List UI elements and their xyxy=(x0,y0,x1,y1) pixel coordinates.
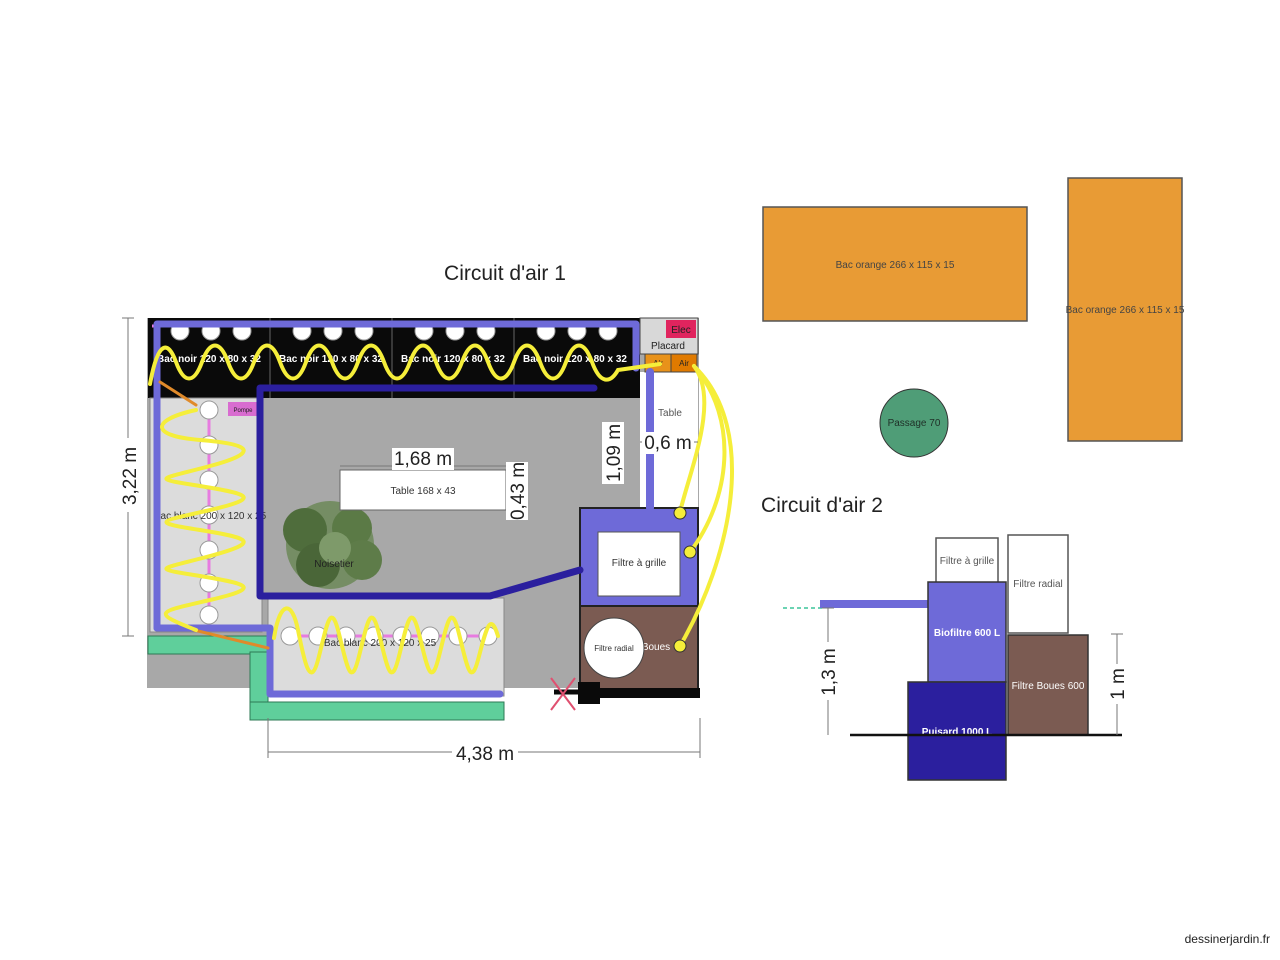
bac-orange-vertical xyxy=(1067,177,1183,442)
close-mark-icon xyxy=(550,677,576,711)
placard-label: Placard xyxy=(651,341,685,352)
section-filtre-radial xyxy=(1007,534,1069,634)
dim-width-bottom: 4,38 m xyxy=(456,744,514,765)
section-filtre-grille-label: Filtre à grille xyxy=(940,556,995,567)
green-path-vertical xyxy=(249,651,269,703)
section-puisard-label: Puisard 1000 L xyxy=(922,727,993,738)
filtre-radial-label: Filtre radial xyxy=(594,644,634,653)
filtre-radial-circle xyxy=(583,617,645,679)
section-height-left: 1,3 m xyxy=(819,648,840,696)
air-box-2 xyxy=(670,353,698,373)
tree-label: Noisetier xyxy=(314,559,354,570)
light-pipe-loop xyxy=(153,320,640,632)
pompe-box xyxy=(228,402,258,416)
right-plan: Bac orange 266 x 115 x 15 Bac orange 266… xyxy=(762,177,1185,458)
dim-table-depth: 0,43 m xyxy=(508,462,529,520)
circuit-1-title: Circuit d'air 1 xyxy=(444,262,566,285)
top-bac-4-label: Bac noir 120 x 80 x 32 xyxy=(523,354,627,365)
dim-height-left: 3,22 m xyxy=(120,447,141,505)
section-puisard xyxy=(907,681,1007,781)
bac-orange-horizontal xyxy=(762,206,1028,322)
section-view: Filtre à grille Filtre radial Biofiltre … xyxy=(783,534,1129,781)
dimension-labels: 3,22 m 4,38 m 1,68 m 0,43 m 1,09 m 0,6 m xyxy=(116,422,694,765)
dim-gap-horizontal: 0,6 m xyxy=(644,433,692,454)
bubbler-nodes xyxy=(673,506,697,653)
air-label-2: Air xyxy=(679,359,689,368)
filtre-grille-label: Filtre à grille xyxy=(612,558,667,569)
section-pipe xyxy=(820,600,930,608)
dim-gap-vertical: 1,09 m xyxy=(604,424,625,482)
table-small-label: Table xyxy=(658,408,682,419)
tree-icon xyxy=(283,501,382,589)
pompe-label: Pompe xyxy=(233,408,253,414)
top-bac-3-label: Bac noir 120 x 80 x 32 xyxy=(401,354,505,365)
watermark: dessinerjardin.fr xyxy=(1184,932,1270,946)
green-path-bottom xyxy=(249,701,505,721)
main-plan: Bac noir 120 x 80 x 32 Bac noir 120 x 80… xyxy=(147,317,700,721)
left-bac-label: Bac blanc 200 x 120 x 25 xyxy=(154,511,267,522)
passage-circle xyxy=(879,388,949,458)
dim-table-width: 1,68 m xyxy=(394,449,452,470)
filtre-grille-box xyxy=(597,531,681,597)
elec-label: Elec xyxy=(671,325,690,336)
table-main xyxy=(339,469,507,511)
table-main-label: Table 168 x 43 xyxy=(390,486,455,497)
circuit-2-title: Circuit d'air 2 xyxy=(761,494,883,517)
top-bac-1-label: Bac noir 120 x 80 x 32 xyxy=(157,354,261,365)
drain-box xyxy=(578,682,600,704)
section-biofiltre xyxy=(927,581,1007,683)
bac-orange-1-label: Bac orange 266 x 115 x 15 xyxy=(836,260,955,271)
boues-label: Boues xyxy=(642,642,670,653)
passage-label: Passage 70 xyxy=(888,418,941,429)
elec-box xyxy=(666,320,696,338)
bubbler-coils xyxy=(148,343,734,675)
section-height-right: 1 m xyxy=(1108,668,1129,700)
section-biofiltre-label: Biofiltre 600 L xyxy=(934,628,1000,639)
bac-orange-2-label: Bac orange 266 x 115 x 15 xyxy=(1066,305,1185,316)
air-line xyxy=(256,384,598,600)
section-filtre-boues-label: Filtre Boues 600 xyxy=(1012,681,1085,692)
bottom-bac xyxy=(267,597,505,697)
section-filtre-radial-label: Filtre radial xyxy=(1013,579,1062,590)
section-filtre-boues xyxy=(1007,634,1089,736)
